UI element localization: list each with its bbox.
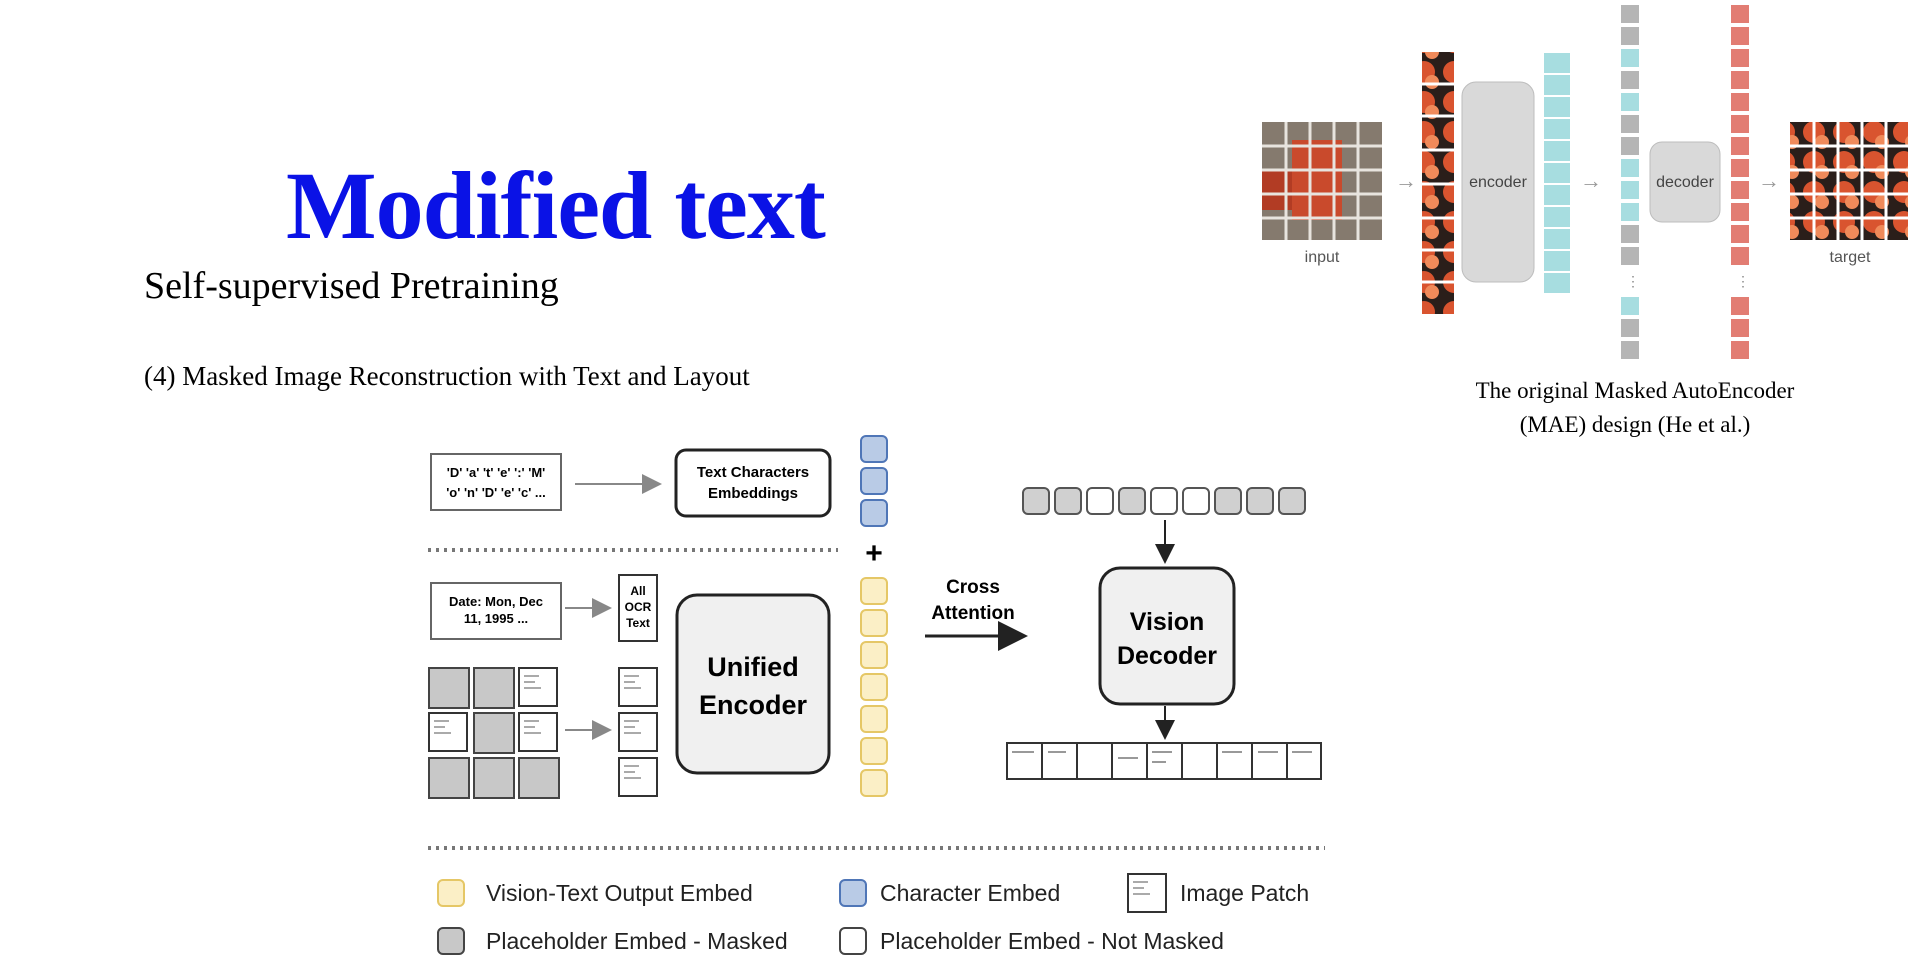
mae-arrow-1: → [1395,168,1417,193]
unified-encoder [675,593,831,775]
mae-caption: The original Masked AutoEncoder (MAE) de… [1420,374,1850,442]
decoder-line2: Decoder [1117,642,1217,670]
legend-swatch-vision-text [437,879,465,907]
char-tokens-line1: 'D' 'a' 't' 'e' ':' 'M' [447,465,546,480]
slide-title: Modified text [286,152,826,259]
date-box-line1: Date: Mon, Dec [449,594,543,609]
legend-placeholder-not-masked: Placeholder Embed - Not Masked [880,928,1224,954]
mae-encoder-label: encoder [1469,174,1527,191]
legend: Vision-Text Output Embed Character Embed… [437,873,1309,955]
unmasked-patch-column [618,667,658,797]
encoder-line2: Encoder [699,690,808,720]
encoder-line1: Unified [707,652,799,682]
mae-input-label: input [1305,249,1340,266]
mae-decoder-label: decoder [1656,174,1714,191]
legend-swatch-not-masked [839,927,867,955]
char-tokens-box [430,453,562,511]
decoder-line1: Vision [1130,608,1205,636]
cross-attention-line2: Attention [931,603,1014,624]
legend-vision-text: Vision-Text Output Embed [486,880,753,906]
mae-encoded-tokens [1542,51,1572,295]
mae-caption-line2: (MAE) design (He et al.) [1519,412,1751,437]
legend-swatch-masked [437,927,465,955]
ocr-line3: Text [626,616,650,630]
vision-text-output-column [860,577,888,797]
mae-decoded-tokens [1729,3,1751,361]
mae-visible-patches [1422,52,1454,314]
decoder-input-tokens [1022,487,1306,515]
legend-swatch-image-patch [1127,873,1167,913]
mae-ellipsis-1: ⋮ [1626,273,1640,289]
legend-placeholder-masked: Placeholder Embed - Masked [486,928,788,954]
ocr-line2: OCR [625,600,652,614]
mae-caption-line1: The original Masked AutoEncoder [1475,378,1795,403]
vision-decoder [1098,566,1236,706]
slide-subtitle: Self-supervised Pretraining [144,265,559,307]
mae-target-image [1790,122,1908,240]
mae-decoder-block [1649,141,1721,223]
char-embed-column [860,435,888,527]
legend-image-patch: Image Patch [1180,880,1309,906]
char-tokens-line2: 'o' 'n' 'D' 'e' 'c' ... [446,485,546,500]
char-embed-line1: Text Characters [697,464,809,481]
mae-arrow-2: → [1580,168,1602,193]
ocr-line1: All [630,584,645,598]
cross-attention-line1: Cross [946,577,1000,598]
legend-character: Character Embed [880,880,1060,906]
mae-full-token-set [1619,3,1641,361]
char-embed-line2: Embeddings [708,485,798,502]
section-heading: (4) Masked Image Reconstruction with Tex… [144,361,750,391]
ocr-box [618,574,658,642]
char-embed-box [674,448,832,518]
reconstructed-patch-strip [1006,742,1322,780]
mae-target-label: target [1830,249,1871,266]
mae-arrow-3: → [1758,168,1780,193]
mae-ellipsis-2: ⋮ [1736,273,1750,289]
mae-encoder-block [1461,81,1535,283]
legend-swatch-character [839,879,867,907]
mae-input-grid [1262,122,1382,240]
date-box-line2: 11, 1995 ... [464,611,528,626]
image-patch-grid [428,667,560,799]
date-box [430,582,562,640]
plus-sign: + [865,537,883,570]
